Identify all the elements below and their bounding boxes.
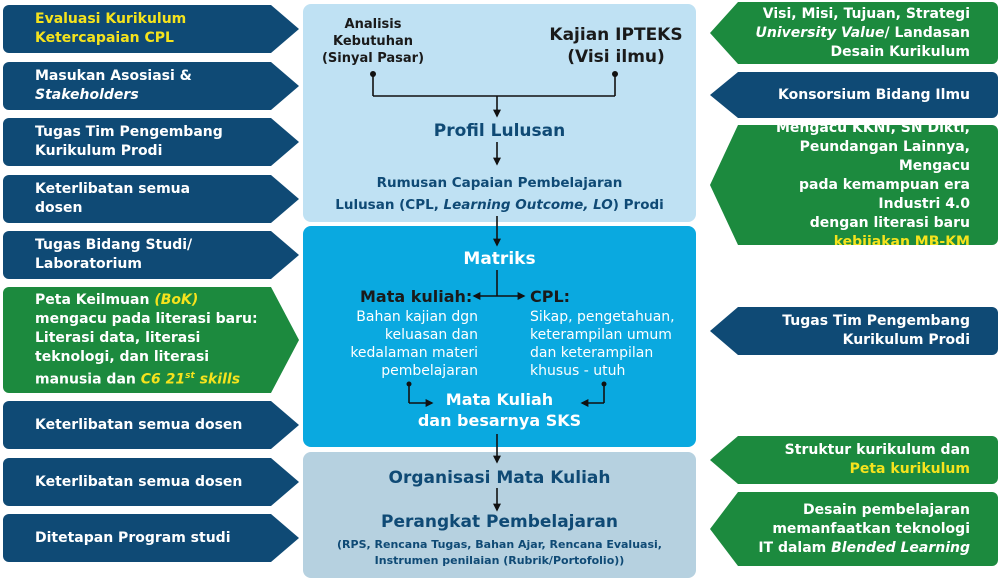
right-tag-line: Visi, Misi, Tujuan, Strategi [762,5,970,22]
left-tag-line: teknologi, dan literasi [35,348,210,365]
right-tag-line: Konsorsium Bidang Ilmu [778,86,970,103]
left-tag-line: mengacu pada literasi baru: [35,310,258,327]
right-tag-line: Tugas Tim Pengembang [782,313,970,329]
panel-organisasi [303,452,696,578]
left-tag-line: Literasi data, literasi [35,329,201,346]
analisis-label: Analisis Kebutuhan (Sinyal Pasar) [321,17,425,66]
left-tag-line: Keterlibatan semua [35,181,191,197]
left-tag-bidang-studi: Tugas Bidang Studi/ Laboratorium [3,231,299,279]
left-tag-line: manusia dan C6 21st skills [35,370,241,388]
left-tag-asosiasi: Masukan Asosiasi & Stakeholders [3,62,299,110]
right-tag-line: pada kemampuan era Industri 4.0 [799,176,970,212]
mata-kuliah-title: Mata kuliah: [360,287,473,306]
left-tag-keterlibatan-3: Keterlibatan semua dosen [3,458,299,506]
right-tag-visi-misi: Visi, Misi, Tujuan, Strategi University … [710,2,998,64]
rumusan-cpl: Rumusan Capaian Pembelajaran Lulusan (CP… [335,175,664,213]
right-tag-line: Struktur kurikulum dan [784,442,970,458]
cpl-title: CPL: [530,287,571,306]
left-tag-peta-keilmuan: Peta Keilmuan (BoK) mengacu pada literas… [3,287,299,393]
right-tag-konsorsium: Konsorsium Bidang Ilmu [710,72,998,118]
left-tag-line: Ketercapaian CPL [35,30,174,46]
matriks-label: Matriks [463,249,536,269]
right-tag-desain: Desain pembelajaran memanfaatkan teknolo… [710,492,998,566]
left-tag-line: Laboratorium [35,256,142,272]
left-tag-tim-pengembang: Tugas Tim Pengembang Kurikulum Prodi [3,118,299,166]
right-tag-tim-pengembang: Tugas Tim Pengembang Kurikulum Prodi [710,307,998,355]
perangkat-pembelajaran: Perangkat Pembelajaran [381,512,618,532]
left-tag-line: Tugas Tim Pengembang [35,124,223,140]
right-tag-struktur: Struktur kurikulum dan Peta kurikulum [710,436,998,484]
panel-matriks [303,226,696,447]
right-tag-line: Peundangan Lainnya, Mengacu [799,138,970,174]
cpl-desc: Sikap, pengetahuan, keterampilan umum da… [530,309,675,379]
right-tag-line: Peta kurikulum [849,461,970,477]
perangkat-desc: (RPS, Rencana Tugas, Bahan Ajar, Rencana… [337,538,662,567]
left-tag-line: Stakeholders [35,87,139,103]
left-tag-ditetapkan: Ditetapan Program studi [3,514,299,562]
kajian-label: Kajian IPTEKS (Visi ilmu) [549,25,683,67]
left-tag-line: Ditetapan Program studi [35,529,231,546]
right-tag-kkni: Mengacu KKNI, SN Dikti, Peundangan Lainn… [710,125,998,245]
left-tag-line: Tugas Bidang Studi/ [35,237,193,253]
right-tag-line: kebijakan MB-KM [833,233,970,250]
organisasi-mata-kuliah: Organisasi Mata Kuliah [388,468,611,488]
mata-kuliah-sks: Mata Kuliah dan besarnya SKS [417,390,582,430]
right-tag-line: memanfaatkan teknologi [772,520,970,537]
left-tag-evaluasi: Evaluasi Kurikulum Ketercapaian CPL [3,5,299,53]
left-tag-line: Keterlibatan semua dosen [35,473,243,490]
left-tag-line: Evaluasi Kurikulum [35,11,187,27]
left-tag-line: dosen [35,200,83,216]
left-tag-keterlibatan-2: Keterlibatan semua dosen [3,401,299,449]
left-tag-line: Keterlibatan semua dosen [35,416,243,433]
left-tag-keterlibatan-1: Keterlibatan semua dosen [3,175,299,223]
right-tag-line: dengan literasi baru [809,214,970,231]
right-tag-line: Kurikulum Prodi [842,332,970,348]
right-tag-line: Desain Kurikulum [830,43,970,60]
profil-lulusan: Profil Lulusan [433,121,566,141]
mata-kuliah-desc: Bahan kajian dgn keluasan dan kedalaman … [350,309,478,379]
left-tag-line: Kurikulum Prodi [35,143,163,159]
left-tag-line: Masukan Asosiasi & [35,68,192,84]
right-tag-line: IT dalam Blended Learning [758,539,970,556]
left-tag-line: Peta Keilmuan (BoK) [35,291,199,308]
right-tag-line: Desain pembelajaran [803,501,970,518]
right-tag-line: University Value/ Landasan [755,24,971,41]
right-tag-line: Mengacu KKNI, SN Dikti, [775,119,970,136]
